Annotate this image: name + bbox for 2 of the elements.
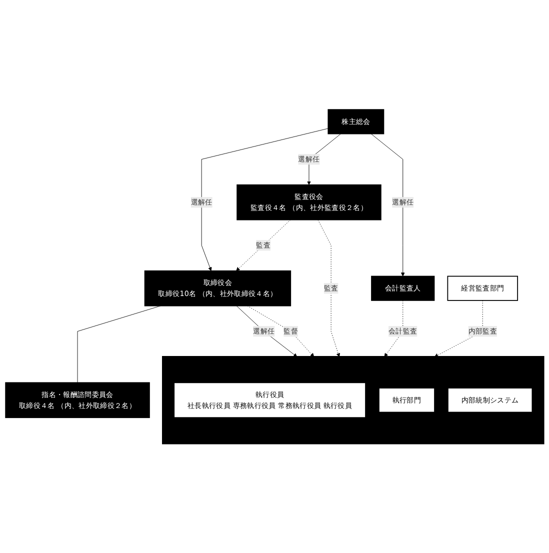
cluster xyxy=(162,356,544,444)
connector xyxy=(77,306,161,383)
